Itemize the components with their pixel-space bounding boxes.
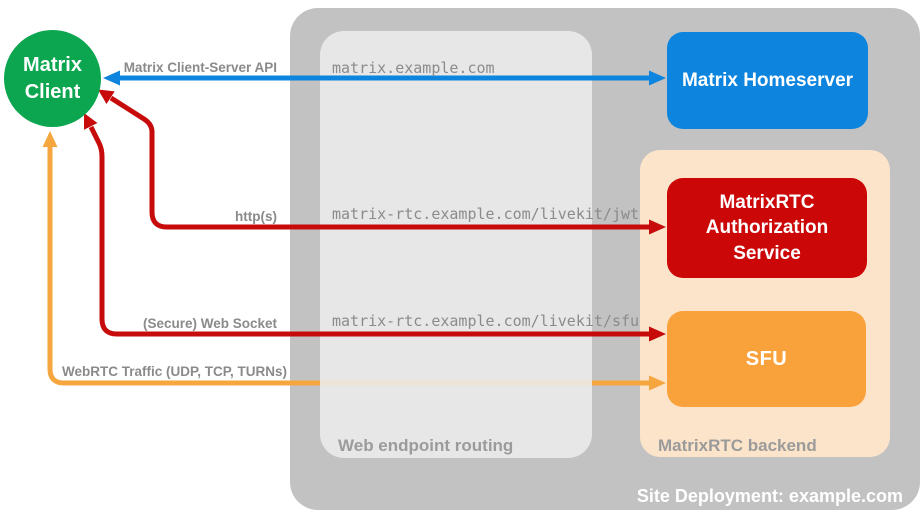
web-endpoint-routing-box bbox=[320, 31, 592, 458]
https-label: http(s) bbox=[235, 209, 277, 224]
sfu-node: SFU bbox=[667, 311, 866, 407]
endpoint-jwt-url: matrix-rtc.example.com/livekit/jwt bbox=[332, 205, 640, 223]
endpoint-sfu-url: matrix-rtc.example.com/livekit/sfu bbox=[332, 312, 640, 330]
arrow-upleft-icon bbox=[84, 113, 98, 130]
client-server-api-label: Matrix Client-Server API bbox=[123, 60, 277, 75]
arrow-left-icon bbox=[103, 70, 120, 86]
site-deployment-label: Site Deployment: example.com bbox=[636, 486, 903, 506]
webrtc-traffic-label: WebRTC Traffic (UDP, TCP, TURNs) bbox=[62, 364, 288, 379]
arrow-upleft-icon bbox=[98, 89, 115, 104]
matrixrtc-backend-label: MatrixRTC backend bbox=[658, 436, 817, 455]
web-endpoint-routing-label: Web endpoint routing bbox=[338, 436, 514, 455]
websocket-label: (Secure) Web Socket bbox=[142, 316, 277, 331]
arrow-up-icon bbox=[42, 131, 58, 147]
matrix-client-node: Matrix Client bbox=[4, 30, 101, 127]
endpoint-matrix-url: matrix.example.com bbox=[332, 59, 495, 77]
matrixrtc-auth-service-node: MatrixRTC Authorization Service bbox=[667, 178, 867, 278]
matrix-homeserver-node: Matrix Homeserver bbox=[667, 32, 868, 129]
